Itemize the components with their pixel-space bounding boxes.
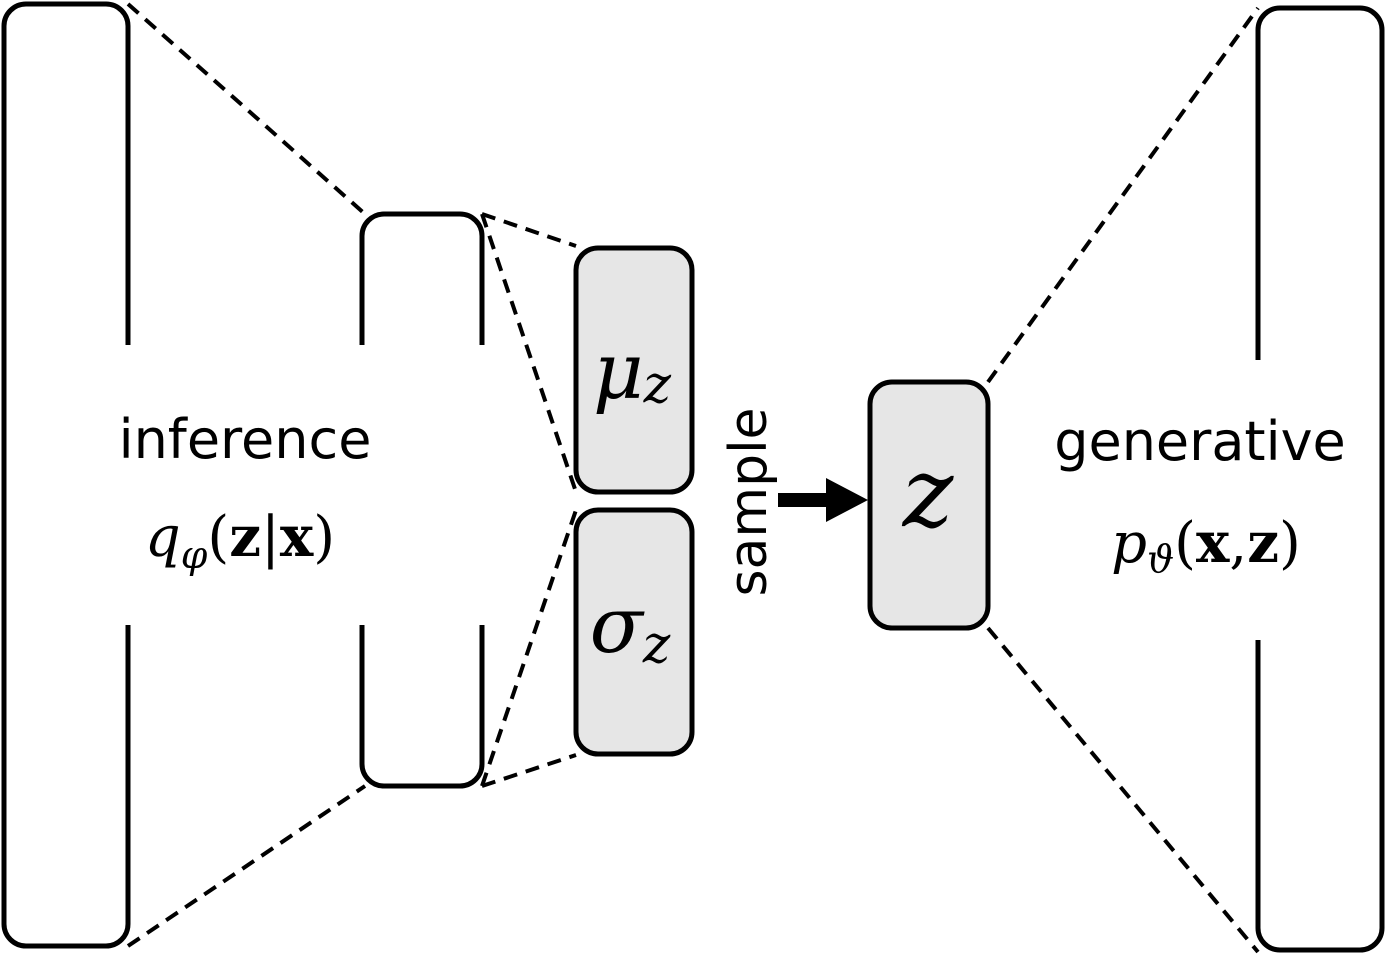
inference-connectors: [126, 2, 367, 948]
encoder-head-connectors: [480, 212, 578, 788]
sample-arrow-head-icon: [826, 478, 868, 522]
generative-connectors: [986, 6, 1260, 954]
inference-connector-bottom: [126, 784, 367, 948]
generative-formula-close: ): [1279, 511, 1301, 576]
mu-box: [573, 245, 695, 495]
inference-formula-open: (: [207, 505, 229, 570]
inference-inner-block: [359, 211, 485, 789]
sample-arrow-shaft: [778, 493, 828, 507]
inference-connector-top: [126, 2, 367, 216]
generative-formula-open: (: [1174, 511, 1196, 576]
generative-title: generative: [1054, 410, 1346, 473]
inference-formula-close: ): [313, 505, 335, 570]
sigma-symbol: σ: [590, 581, 645, 671]
generative-formula-arg1: x: [1196, 510, 1230, 576]
sample-label: sample: [719, 407, 779, 596]
inference-formula-subscript: φ: [181, 533, 208, 577]
sigma-connector-bottom: [481, 753, 577, 788]
sigma-label: σz: [590, 581, 671, 675]
sigma-box: [573, 507, 695, 757]
inference-formula-arg2: x: [280, 504, 314, 570]
inference-formula: qφ(z|x): [145, 504, 335, 577]
generative-formula-subscript: ϑ: [1147, 537, 1174, 581]
generative-connector-top: [986, 6, 1260, 384]
generative-formula-sep: ,: [1229, 511, 1247, 576]
mu-subscript: z: [643, 355, 672, 415]
mu-label: μz: [593, 327, 672, 417]
z-box: [867, 379, 991, 631]
inference-formula-arg1: z: [229, 504, 261, 570]
generative-formula-arg2: z: [1247, 510, 1279, 576]
generative-formula: pϑ(x,z): [1111, 510, 1301, 581]
generative-connector-bottom: [986, 626, 1260, 954]
sigma-connector-top: [480, 509, 578, 787]
inference-formula-sep: |: [261, 505, 280, 570]
inference-title: inference: [119, 408, 372, 471]
z-label: z: [902, 437, 955, 549]
inference-outer-block: [1, 1, 131, 949]
sample-arrow: [778, 478, 868, 522]
mu-connector-bottom: [480, 213, 578, 493]
mu-symbol: μ: [593, 327, 644, 417]
inference-formula-symbol: q: [145, 505, 181, 570]
generative-outer-block: [1255, 5, 1385, 953]
mu-connector-top: [481, 212, 577, 248]
sigma-subscript: z: [642, 615, 671, 675]
generative-formula-symbol: p: [1111, 511, 1147, 576]
